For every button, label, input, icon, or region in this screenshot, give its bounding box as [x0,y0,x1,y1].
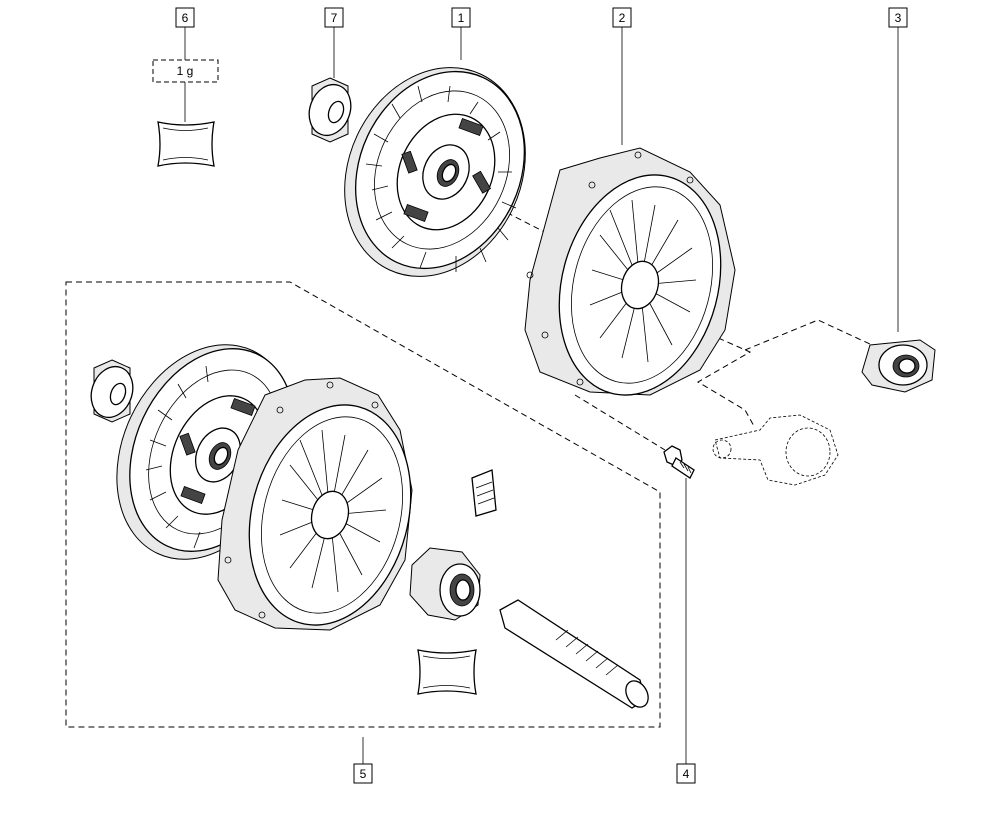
svg-text:5: 5 [360,767,367,781]
pilot-bushing-7 [308,77,352,143]
grease-sachet-icon [157,121,215,167]
svg-text:3: 3 [895,11,902,25]
kit-pilot-bushing [90,359,134,423]
callout-6[interactable]: 6 [175,7,195,28]
callout-4[interactable]: 4 [676,763,696,784]
callout-5[interactable]: 5 [353,763,373,784]
callout-2[interactable]: 2 [612,7,632,28]
release-bearing-3 [861,339,936,393]
callout-7[interactable]: 7 [324,7,344,28]
svg-text:7: 7 [331,11,338,25]
kit-instruction-booklet-icon [471,469,497,517]
kit-clutch-disc [116,344,295,560]
pressure-plate-2 [524,147,736,396]
svg-text:6: 6 [182,11,189,25]
alignment-line-cover-to-bearing [697,329,756,429]
release-fork-ghost [712,414,839,486]
kit-release-bearing [409,547,481,621]
bolt-4 [663,445,695,479]
alignment-line-cover-to-bolt [574,394,666,451]
svg-text:4: 4 [683,767,690,781]
callout-1[interactable]: 1 [451,7,471,28]
svg-text:1: 1 [458,11,465,25]
kit-5-boundary [65,281,661,728]
kit-guide-tube [499,599,649,709]
clutch-disc-1 [344,67,526,277]
kit-grease-sachet-icon [417,649,477,695]
callout-3[interactable]: 3 [888,7,908,28]
alignment-line-bearing-3 [744,319,873,351]
grease-quantity-box: 1 g [152,59,219,83]
svg-text:2: 2 [619,11,626,25]
svg-text:1 g: 1 g [177,64,194,78]
kit-pressure-plate [217,377,413,631]
